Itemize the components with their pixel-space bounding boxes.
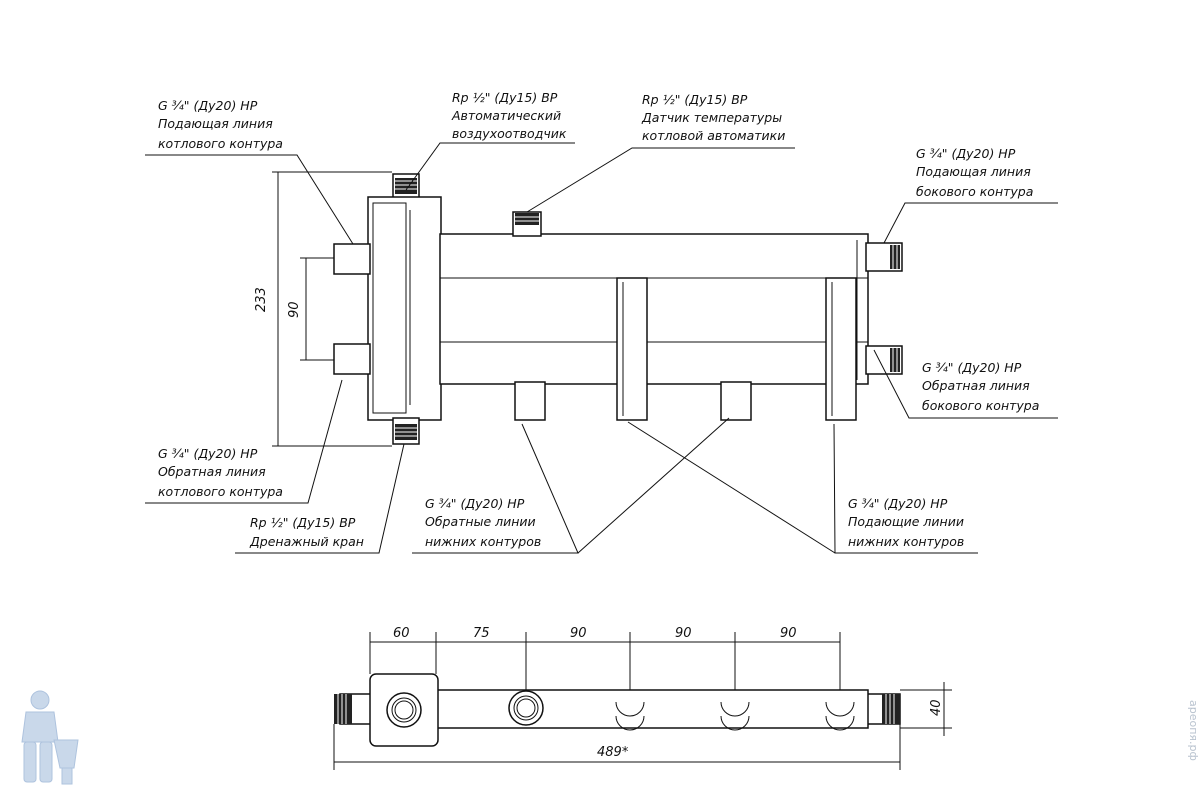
- boiler-supply-nozzle: [333, 243, 371, 275]
- annotation-line: нижних контуров: [425, 534, 541, 549]
- side-return-thread: [890, 348, 900, 372]
- dimension-233-label: 233: [254, 287, 269, 312]
- dimension-60-label: 60: [393, 626, 410, 641]
- annotation-line: Rp ½" (Ду15) ВР: [642, 92, 748, 107]
- annotation-side-supply: G ¾" (Ду20) НР Подающая линия бокового к…: [916, 146, 1033, 199]
- lower-supply-tube-1: [616, 277, 648, 421]
- annotation-line: G ¾" (Ду20) НР: [158, 98, 258, 113]
- annotation-line: воздухоотводчик: [452, 126, 567, 141]
- dimension-90c-label: 90: [780, 626, 797, 641]
- dimension-90-label: 90: [287, 301, 302, 318]
- annotation-line: G ¾" (Ду20) НР: [158, 446, 258, 461]
- annotation-line: Обратные линии: [425, 514, 536, 529]
- plumber-logo: [21, 690, 79, 785]
- annotation-air-vent: Rp ½" (Ду15) ВР Автоматический воздухоот…: [451, 90, 567, 141]
- lower-return-stub-2: [720, 381, 752, 421]
- dimension-90b-label: 90: [675, 626, 692, 641]
- annotation-line: котлового контура: [158, 484, 283, 499]
- air-vent-thread: [395, 178, 417, 194]
- leader-lines: [145, 142, 1058, 554]
- temp-sensor-thread: [515, 213, 539, 225]
- front-view: 233 90: [254, 171, 903, 447]
- separator-inner-wall: [372, 202, 407, 414]
- top-temp-sensor-port: [508, 690, 544, 726]
- lower-supply-tube-2: [825, 277, 857, 421]
- dimension-489-label: 489*: [597, 745, 629, 760]
- annotation-line: Автоматический: [451, 108, 561, 123]
- hydraulic-separator-body: [367, 196, 442, 421]
- annotation-line: Дренажный кран: [249, 534, 364, 549]
- top-right-thread: [882, 694, 900, 724]
- annotation-line: Rp ½" (Ду15) ВР: [452, 90, 558, 105]
- annotation-line: Датчик температуры: [641, 110, 782, 125]
- annotation-lower-returns: G ¾" (Ду20) НР Обратные линии нижних кон…: [425, 496, 541, 549]
- annotation-line: G ¾" (Ду20) НР: [916, 146, 1016, 161]
- annotation-temp-sensor: Rp ½" (Ду15) ВР Датчик температуры котло…: [641, 92, 785, 143]
- annotation-line: Обратная линия: [158, 464, 266, 479]
- collector-body: [439, 233, 869, 385]
- annotation-line: котловой автоматики: [642, 128, 785, 143]
- annotation-line: Подающая линия: [158, 116, 273, 131]
- hidden-port-3: [825, 701, 855, 717]
- site-watermark: ареопя.рф: [1187, 700, 1200, 761]
- boiler-return-nozzle: [333, 343, 371, 375]
- dimension-40: 40: [900, 682, 952, 736]
- top-air-vent-port: [386, 692, 422, 728]
- annotation-drain: Rp ½" (Ду15) ВР Дренажный кран: [249, 515, 364, 549]
- hidden-port-2: [720, 701, 750, 717]
- annotation-line: G ¾" (Ду20) НР: [922, 360, 1022, 375]
- dimension-90: 90: [287, 257, 334, 361]
- annotation-line: нижних контуров: [848, 534, 964, 549]
- top-view: 60 75 90 90 90: [333, 626, 952, 770]
- hidden-port-1: [615, 701, 645, 717]
- top-collector-body: [433, 689, 869, 729]
- annotation-line: Обратная линия: [922, 378, 1030, 393]
- annotation-line: котлового контура: [158, 136, 283, 151]
- annotation-boiler-return: G ¾" (Ду20) НР Обратная линия котлового …: [158, 446, 283, 499]
- annotation-line: бокового контура: [916, 184, 1033, 199]
- drain-thread: [395, 424, 417, 440]
- annotation-line: Подающие линии: [848, 514, 964, 529]
- dimension-489: 489*: [333, 724, 901, 770]
- annotation-line: Подающая линия: [916, 164, 1031, 179]
- top-left-thread: [334, 694, 352, 724]
- dimension-75-label: 75: [473, 626, 490, 641]
- dimension-233: 233: [254, 171, 392, 447]
- annotation-line: G ¾" (Ду20) НР: [848, 496, 948, 511]
- lower-return-stub-1: [514, 381, 546, 421]
- annotation-line: Rp ½" (Ду15) ВР: [250, 515, 356, 530]
- annotation-line: бокового контура: [922, 398, 1039, 413]
- annotation-boiler-supply: G ¾" (Ду20) НР Подающая линия котлового …: [158, 98, 283, 151]
- annotation-lower-supplies: G ¾" (Ду20) НР Подающие линии нижних кон…: [848, 496, 964, 549]
- annotation-side-return: G ¾" (Ду20) НР Обратная линия бокового к…: [922, 360, 1039, 413]
- annotation-line: G ¾" (Ду20) НР: [425, 496, 525, 511]
- dimension-40-label: 40: [929, 699, 944, 716]
- side-supply-thread: [890, 245, 900, 269]
- dimension-90a-label: 90: [570, 626, 587, 641]
